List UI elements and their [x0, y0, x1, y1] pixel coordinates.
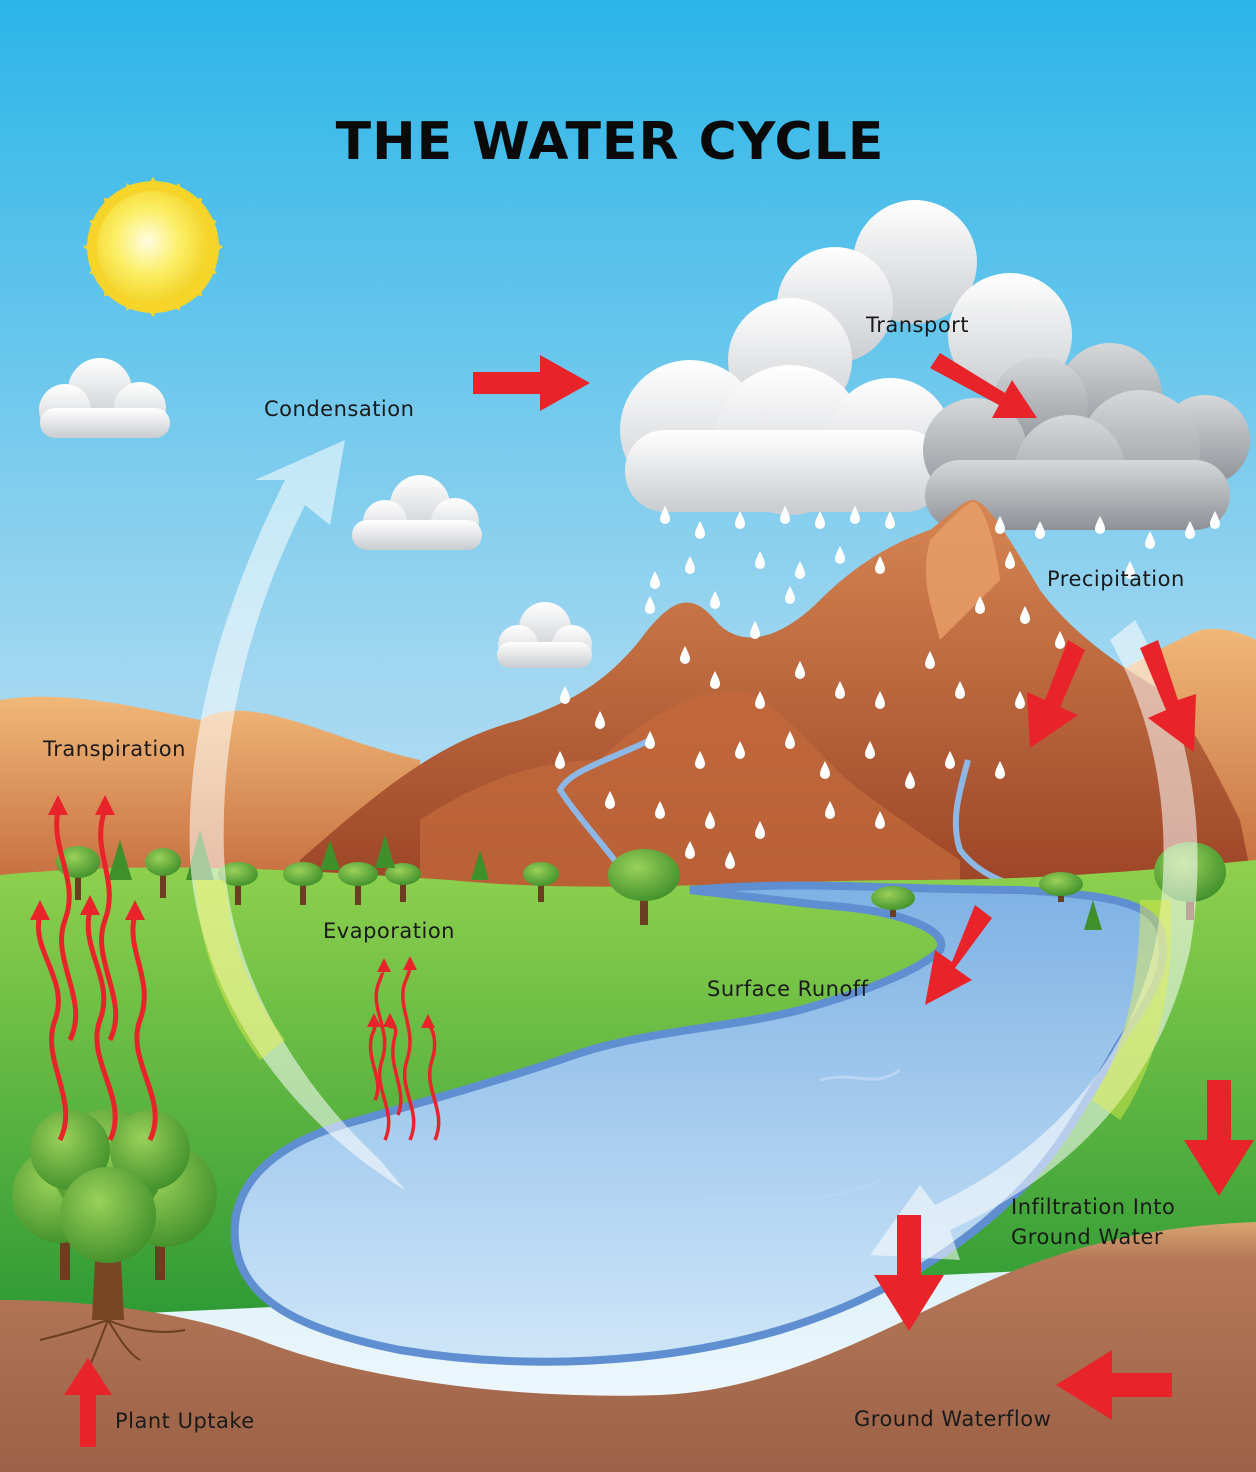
label-infiltration-line2: Ground Water [1011, 1225, 1163, 1249]
lake-ripple [699, 1178, 881, 1202]
transpiration-arrowheads [30, 795, 145, 920]
big-foreground-tree [12, 1109, 217, 1366]
ground-waterflow-arrow-icon [1056, 1350, 1172, 1420]
label-surface-runoff: Surface Runoff [707, 977, 869, 1001]
infiltration-arrow-right-icon [1184, 1080, 1254, 1196]
plant-uptake-arrow-icon [64, 1358, 112, 1447]
big-white-cloud [620, 200, 1072, 515]
label-condensation: Condensation [264, 397, 415, 421]
label-infiltration-line1: Infiltration Into [1011, 1195, 1176, 1219]
label-plant-uptake: Plant Uptake [115, 1409, 255, 1433]
transpiration-arrows-icon [35, 809, 158, 1142]
label-evaporation: Evaporation [323, 919, 455, 943]
precipitation-arrow-right-icon [1140, 640, 1196, 752]
condensation-arrow-icon [473, 355, 590, 411]
small-cloud-middle [352, 475, 482, 550]
surface-runoff-arrow-icon [925, 905, 992, 1005]
label-precipitation: Precipitation [1047, 567, 1185, 591]
label-ground-waterflow: Ground Waterflow [854, 1407, 1052, 1431]
dark-rain-cloud [923, 343, 1250, 530]
mountain-shade [420, 690, 960, 900]
small-cloud-left [39, 358, 170, 438]
page-title: THE WATER CYCLE [335, 112, 885, 172]
small-cloud-lower [497, 602, 592, 668]
red-arrows [64, 353, 1254, 1447]
precipitation-arrow-left-icon [1027, 640, 1085, 748]
transport-arrow-icon [930, 353, 1037, 418]
label-transpiration: Transpiration [43, 737, 186, 761]
mountain-stream-left [556, 737, 652, 882]
ground-soil [0, 1222, 1256, 1472]
cycle-arrow-lower-tint [195, 880, 1171, 1120]
label-transport: Transport [866, 313, 970, 337]
mountain-highlight [925, 501, 1000, 640]
cycle-arrow [189, 440, 1198, 1260]
lake-ripple-2 [819, 1068, 901, 1082]
infiltration-arrow-left-icon [874, 1215, 944, 1331]
evaporation-arrowheads [367, 956, 435, 1028]
sun-icon [83, 177, 223, 317]
